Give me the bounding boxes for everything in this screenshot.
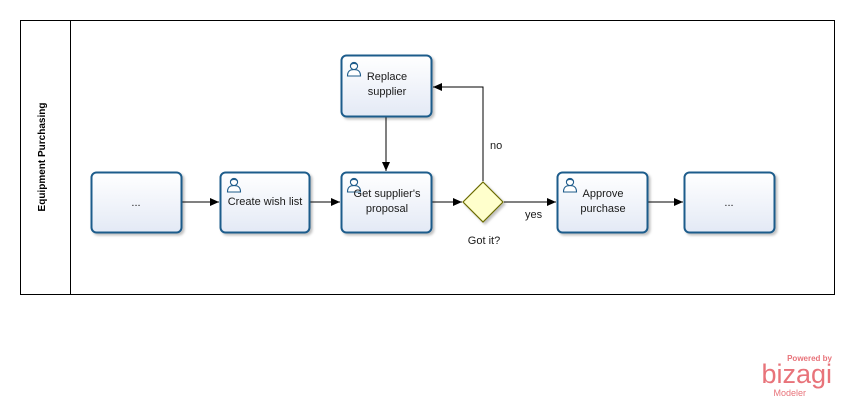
task-approve-purchase[interactable]: Approve purchase (556, 171, 649, 234)
lane-label: Equipment Purchasing (37, 103, 48, 212)
task-start-placeholder[interactable]: ... (90, 171, 183, 234)
edge-label-yes: yes (525, 209, 543, 221)
task-get-supplier-proposal[interactable]: Get supplier's proposal (340, 171, 433, 234)
flow-gateway-no (433, 83, 484, 181)
edge-label-no: no (490, 140, 502, 152)
task-start-placeholder-label: ... (131, 197, 140, 209)
task-replace-supplier[interactable]: Replace supplier (340, 54, 433, 118)
task-end-placeholder[interactable]: ... (683, 171, 776, 234)
powered-by-label: Powered by (787, 354, 832, 363)
task-replace-supplier-line1: Replace (367, 71, 407, 83)
task-replace-supplier-line2: supplier (368, 86, 407, 98)
gateway-got-it[interactable] (462, 181, 504, 223)
gateway-label: Got it? (468, 235, 500, 247)
task-create-wish-list[interactable]: Create wish list (219, 171, 311, 234)
task-approve-purchase-line2: purchase (580, 203, 625, 215)
task-get-supplier-proposal-line1: Get supplier's (354, 188, 421, 200)
task-create-wish-list-label: Create wish list (228, 196, 303, 208)
modeler-label: Modeler (773, 388, 806, 398)
task-end-placeholder-label: ... (724, 197, 733, 209)
task-approve-purchase-line1: Approve (583, 188, 624, 200)
bizagi-logo: bizagi (761, 359, 832, 389)
task-get-supplier-proposal-line2: proposal (366, 203, 408, 215)
